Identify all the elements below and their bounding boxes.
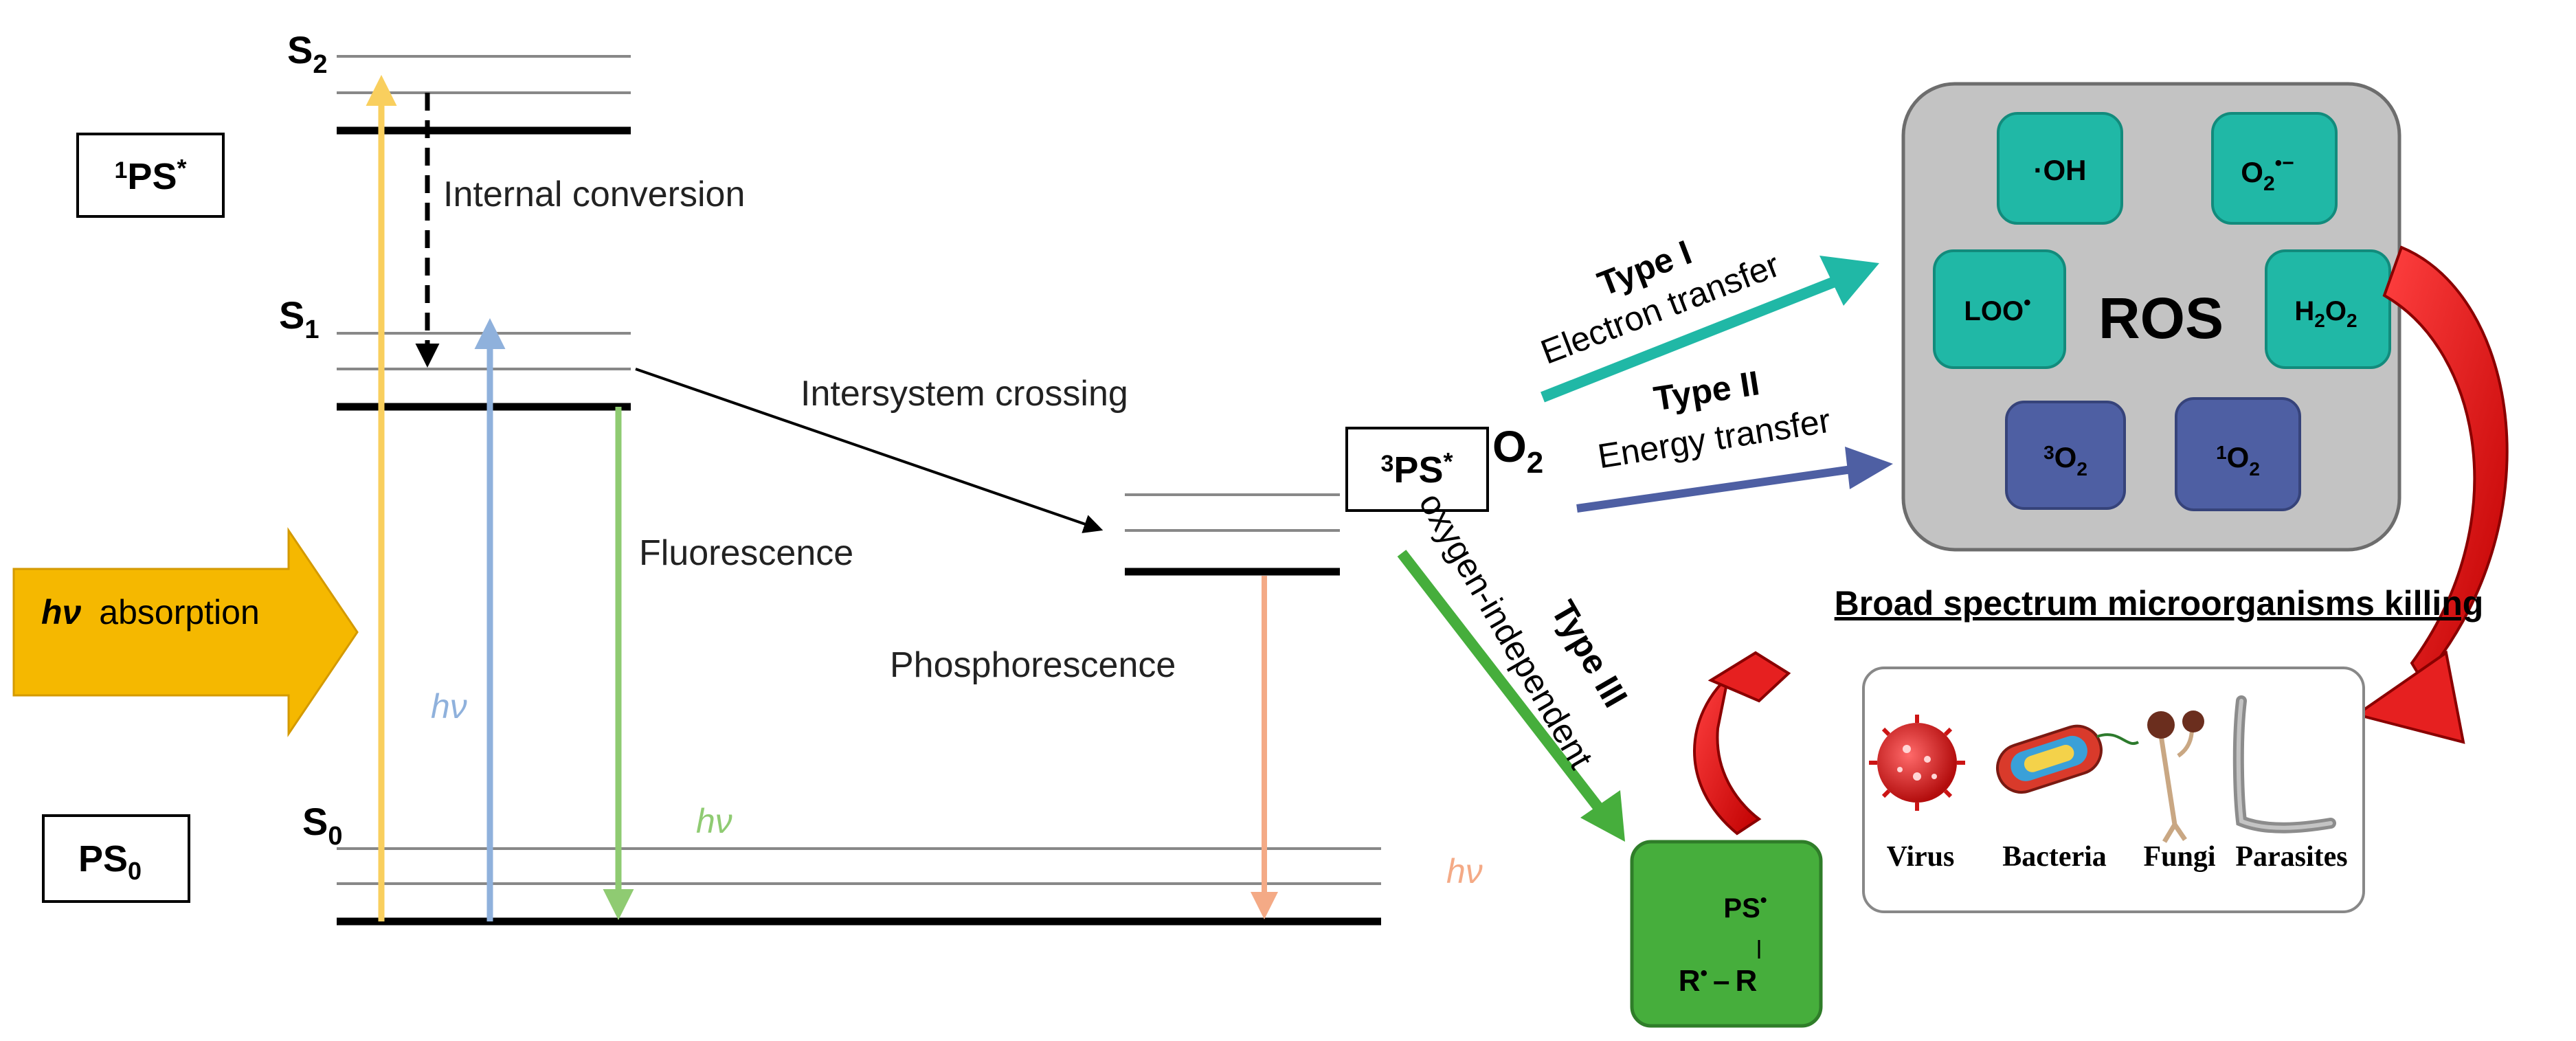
s1-label: S1 <box>279 293 320 344</box>
type2-subtitle: Energy transfer <box>1595 401 1833 476</box>
hv-fluorescence: hν <box>696 802 732 840</box>
ros-triplet-o2-label: 3O2 <box>2043 441 2087 480</box>
killing-title: Broad spectrum microorganisms killing <box>1835 584 2484 623</box>
absorption-label: hν absorption <box>41 593 260 631</box>
absorption-block-arrow <box>12 527 359 737</box>
singlet-excited-box <box>76 133 225 218</box>
red-curved-arrow-right <box>2353 245 2509 744</box>
ros-oh-label: ·OH <box>2034 154 2087 186</box>
s0-label: S0 <box>302 800 343 851</box>
parasites-icon <box>2232 695 2336 833</box>
triplet-box <box>1345 427 1489 512</box>
absorption-hv: hν <box>41 593 82 631</box>
type2-arrow-head <box>1845 447 1893 489</box>
type3-arrow-head <box>1580 790 1625 842</box>
oxygen-label: O2 <box>1492 422 1543 480</box>
organism-label: Fungi <box>2143 841 2215 873</box>
radical-panel: PS• R•–R <box>1630 840 1823 1028</box>
type2-arrow-shaft <box>1576 465 1852 513</box>
radical-r-chain: R•–R <box>1679 962 1758 998</box>
type3-arrow-shaft <box>1397 550 1606 814</box>
intersystem-crossing-arrow <box>635 368 1104 533</box>
ros-h2o2-label: H2O2 <box>2294 296 2357 331</box>
ros-loo-box <box>1933 249 2066 369</box>
ros-panel: ROS ·OH O2•− LOO• H2O2 3O2 1O2 <box>1901 82 2401 552</box>
hv-phosphorescence: hν <box>1446 852 1483 891</box>
red-curved-arrow-left <box>1693 651 1791 836</box>
ros-superoxide-box <box>2211 112 2338 225</box>
s2-label: S2 <box>287 28 328 79</box>
phosphorescence-label: Phosphorescence <box>890 645 1176 685</box>
ros-singlet-o2-box <box>2175 397 2301 511</box>
fungi-icon <box>2147 710 2204 843</box>
ground-state-box <box>42 814 190 903</box>
ros-triplet-o2-box <box>2005 401 2126 510</box>
ros-singlet-o2-label: 1O2 <box>2216 441 2260 480</box>
triplet-label: 3PS* <box>1381 447 1453 491</box>
fluorescence-label: Fluorescence <box>639 533 853 573</box>
virus-icon <box>1869 715 1965 811</box>
organism-label: Parasites <box>2235 841 2347 873</box>
type2-labels: Type II Energy transfer <box>1595 363 1833 476</box>
radical-box <box>1630 840 1823 1028</box>
type-arrows <box>1397 256 1893 842</box>
internal-conversion-label: Internal conversion <box>443 175 745 214</box>
organism-label: Virus <box>1887 841 1955 873</box>
type2-title: Type II <box>1651 363 1762 418</box>
ros-title: ROS <box>2098 286 2224 350</box>
ros-oh-box <box>1997 112 2123 225</box>
transitions <box>366 75 1278 921</box>
ros-superoxide-label: O2•− <box>2241 152 2294 195</box>
ros-h2o2-box <box>2265 249 2391 369</box>
type1-arrow-shaft <box>1541 276 1837 403</box>
type1-labels: Type I Electron transfer <box>1536 233 1785 372</box>
singlet-excited-label: 1PS* <box>115 154 187 197</box>
organism-label: Bacteria <box>2002 841 2107 873</box>
bacteria-icon <box>1996 724 2140 794</box>
microorganisms-panel: Virus Bacteria Fungi Parasites <box>1862 667 2365 913</box>
ros-loo-label: LOO• <box>1964 291 2030 326</box>
type1-arrow-head <box>1819 256 1879 306</box>
energy-levels <box>337 55 1381 926</box>
hv-absorption-blue: hν <box>431 687 467 726</box>
ground-state-label: PS0 <box>78 838 142 885</box>
radical-ps: PS• <box>1723 889 1767 924</box>
absorption-word: absorption <box>99 593 260 631</box>
intersystem-crossing-label: Intersystem crossing <box>800 374 1128 414</box>
